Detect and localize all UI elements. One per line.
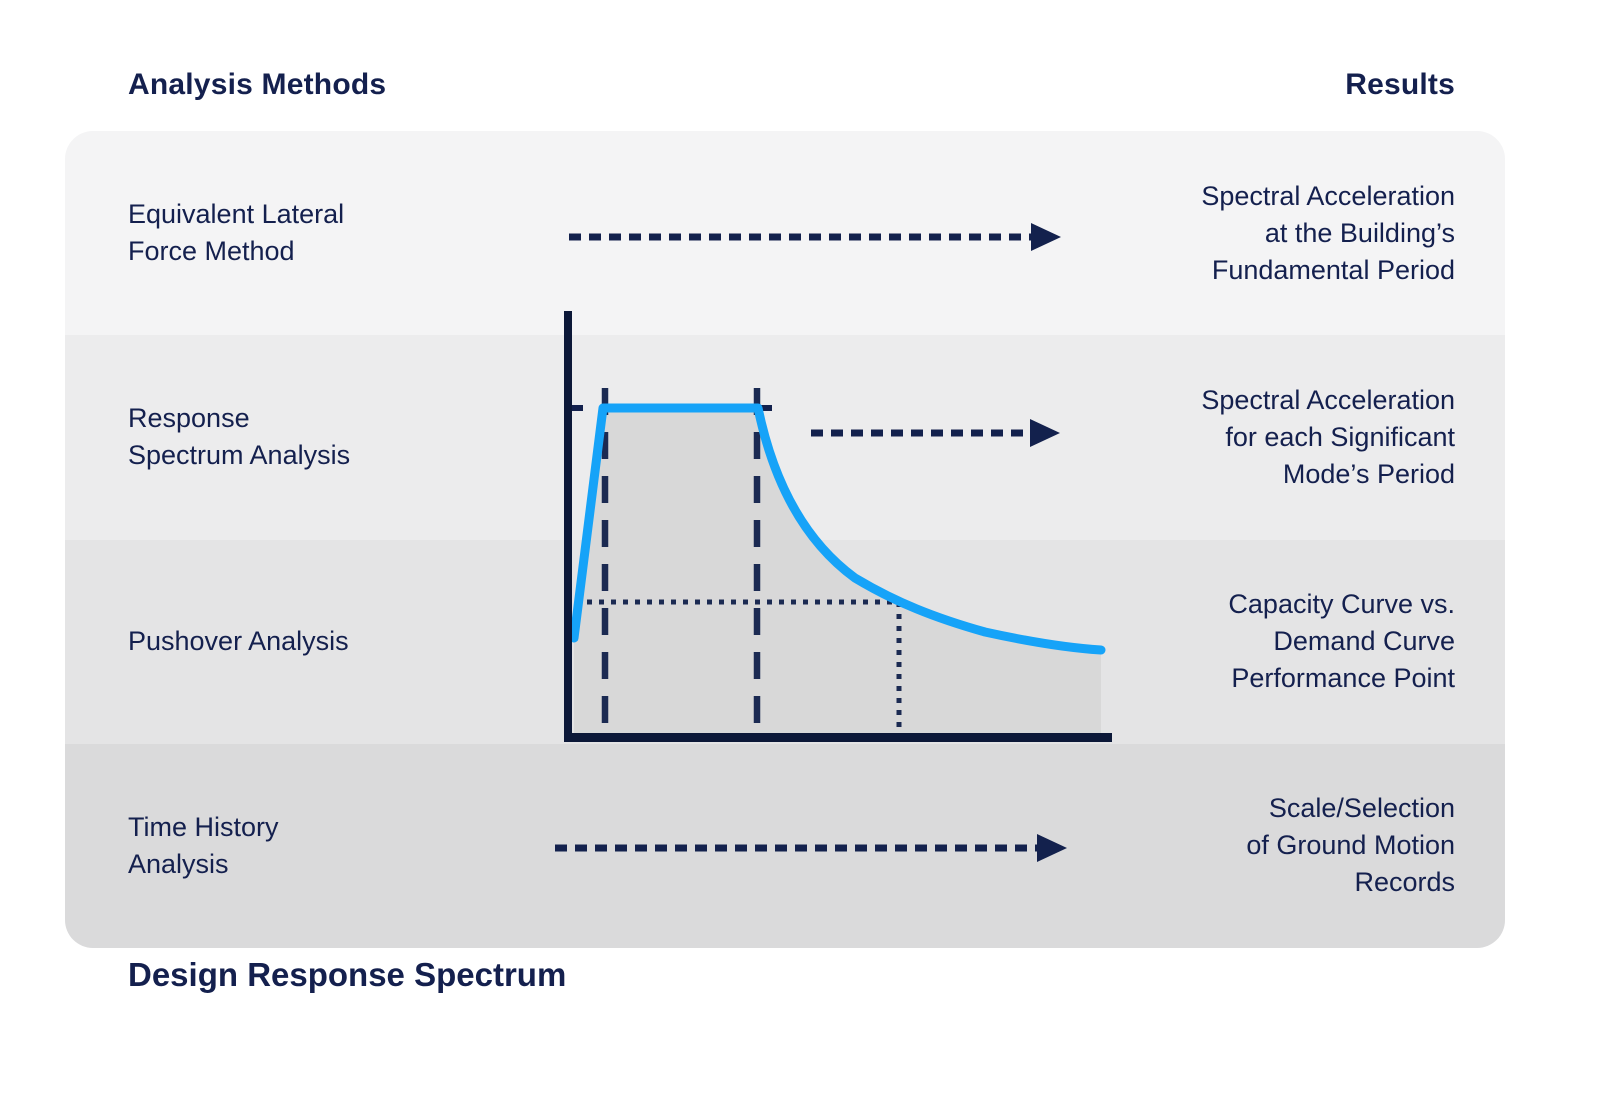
- design-response-spectrum-chart: [564, 311, 1112, 742]
- arrowhead: [1037, 834, 1067, 862]
- result-label: Spectral Acceleration for each Significa…: [1201, 384, 1455, 489]
- method-label: Pushover Analysis: [128, 626, 349, 657]
- plateau-level-tick-right: [760, 405, 772, 411]
- result-label: Scale/Selection of Ground Motion Records: [1246, 793, 1455, 898]
- chart-title: Design Response Spectrum: [128, 956, 567, 993]
- arrowhead: [1030, 419, 1060, 447]
- result-label: Spectral Acceleration at the Building’s …: [1201, 180, 1455, 285]
- method-label: Time History Analysis: [128, 811, 279, 879]
- analysis-methods-heading: Analysis Methods: [128, 68, 387, 101]
- curve-fill-area: [574, 412, 1101, 733]
- results-heading: Results: [1345, 68, 1455, 101]
- result-label: Capacity Curve vs. Demand Curve Performa…: [1228, 589, 1455, 694]
- dashed-arrow-icon: [569, 223, 1061, 251]
- method-label: Response Spectrum Analysis: [128, 403, 351, 471]
- spectrum-curve: [569, 403, 1106, 655]
- method-label: Equivalent Lateral Force Method: [128, 199, 345, 267]
- arrowhead: [1031, 223, 1061, 251]
- dashed-arrow-icon: [555, 834, 1067, 862]
- plateau-level-tick-left: [571, 405, 583, 411]
- x-axis: [564, 733, 1112, 742]
- dashed-arrow-icon: [811, 419, 1060, 447]
- y-axis: [564, 311, 572, 742]
- row-equivalent-lateral-force: Equivalent Lateral Force Method Spectral…: [65, 131, 1505, 336]
